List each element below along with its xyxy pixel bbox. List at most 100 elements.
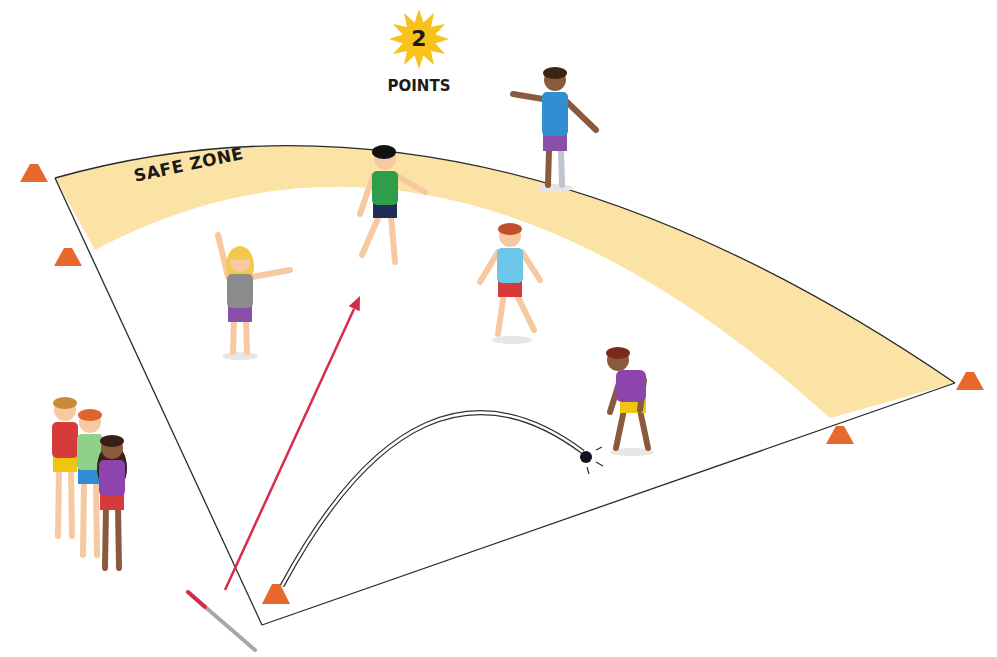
shadow: [222, 352, 258, 360]
shirt: [99, 460, 125, 496]
leg: [246, 318, 247, 352]
arrow-head: [349, 296, 360, 311]
ball: [580, 451, 592, 463]
motion-line: [596, 447, 602, 450]
shirt: [497, 248, 523, 283]
head: [544, 69, 566, 91]
player: [606, 347, 654, 456]
points-value: 2: [388, 8, 450, 70]
leg: [391, 216, 395, 262]
hair: [97, 444, 127, 492]
bat-grip: [188, 592, 205, 607]
hair: [606, 347, 630, 359]
shirt: [616, 370, 646, 402]
player: [97, 435, 127, 568]
field-arc: [55, 146, 955, 383]
shorts: [543, 133, 567, 151]
shadow: [492, 336, 532, 344]
arm: [513, 94, 543, 99]
shorts: [498, 280, 522, 297]
shirt: [542, 92, 568, 136]
cones: [20, 164, 984, 604]
hair: [372, 145, 396, 159]
points-label: POINTS: [369, 77, 469, 95]
arm: [610, 380, 620, 412]
arm: [397, 176, 425, 192]
leg: [616, 410, 624, 448]
hair: [100, 435, 124, 447]
safe-zone-band: [50, 100, 960, 430]
cone: [262, 584, 290, 604]
shorts: [620, 398, 646, 413]
motion-line: [587, 467, 589, 474]
shorts: [373, 202, 397, 218]
shirt: [372, 171, 398, 205]
leg: [96, 480, 97, 555]
bat: [188, 592, 255, 650]
shadow: [610, 448, 654, 456]
head: [230, 252, 250, 272]
leg: [58, 468, 59, 536]
ball-path: [282, 413, 583, 586]
leg: [640, 410, 648, 448]
leg: [71, 468, 72, 536]
shirt: [77, 434, 103, 470]
motion-line: [596, 462, 603, 466]
shorts: [53, 454, 77, 472]
arm: [640, 380, 644, 410]
points-badge: 2POINTS: [388, 8, 450, 70]
player: [52, 397, 78, 536]
arm: [360, 176, 373, 214]
shorts: [78, 466, 102, 484]
player: [480, 223, 540, 344]
leg: [118, 506, 119, 568]
leg: [362, 216, 379, 255]
leg: [516, 293, 534, 330]
head: [607, 349, 629, 371]
cone: [826, 426, 854, 444]
ball-motion: [587, 447, 603, 474]
leg: [105, 506, 106, 568]
arm: [567, 102, 596, 130]
prosthetic-leg: [561, 150, 562, 185]
cone: [956, 372, 984, 390]
arm: [522, 252, 540, 280]
player: [77, 409, 103, 555]
ball-path: [282, 413, 583, 586]
hair: [229, 250, 251, 260]
safe-zone-fill: [55, 146, 955, 418]
cone: [20, 164, 48, 182]
shadow: [537, 184, 573, 192]
shirt: [227, 274, 253, 308]
player: [218, 235, 290, 360]
cone: [54, 248, 82, 266]
player: [513, 67, 596, 192]
zone-band: SAFE ZONE: [50, 100, 960, 430]
hair: [498, 223, 522, 235]
arm: [480, 252, 498, 282]
head: [374, 148, 396, 170]
leg: [83, 480, 84, 555]
run-arrow: [225, 309, 354, 590]
shorts: [100, 492, 124, 510]
leg: [498, 293, 504, 334]
hair: [543, 67, 567, 79]
head: [101, 437, 123, 459]
hair: [78, 409, 102, 421]
field-boundary: [55, 146, 955, 625]
shirt: [52, 422, 78, 458]
hair: [226, 246, 254, 286]
leg: [233, 318, 234, 352]
head: [54, 399, 76, 421]
arm: [218, 235, 228, 277]
arm: [252, 270, 290, 277]
field-edge: [262, 383, 955, 625]
field-edge: [55, 178, 262, 625]
player: [360, 145, 425, 262]
shorts: [228, 304, 252, 322]
hair: [53, 397, 77, 409]
head: [79, 411, 101, 433]
leg: [548, 150, 549, 185]
